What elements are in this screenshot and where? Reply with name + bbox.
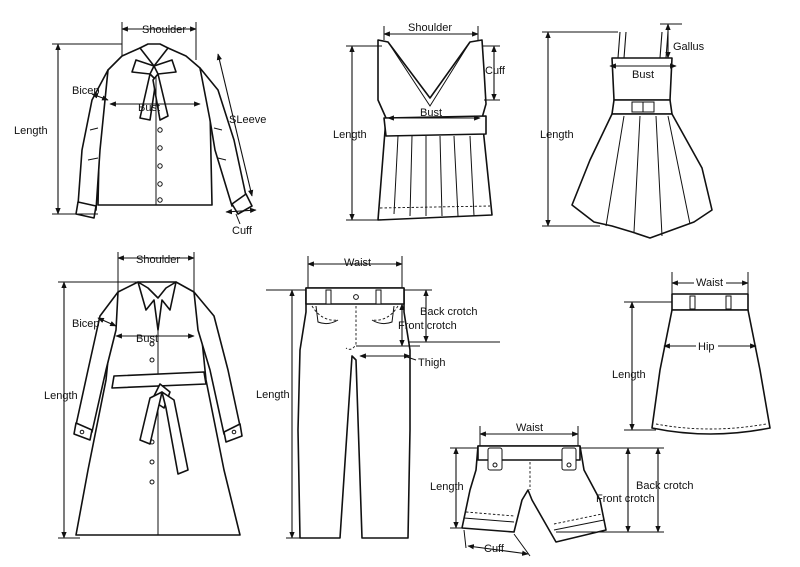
shorts-back-crotch-label: Back crotch <box>636 480 693 492</box>
shirt-sleeve-label: SLeeve <box>229 114 266 126</box>
skirt-waist-label: Waist <box>696 277 723 289</box>
vest-length-label: Length <box>333 129 367 141</box>
shirt-length-label: Length <box>14 125 48 137</box>
skirt-labels: Waist Hip Length <box>612 275 726 381</box>
dress-gallus-label: Gallus <box>673 41 705 53</box>
shorts-labels: Waist Back crotch Front crotch Length Cu… <box>430 422 693 555</box>
shirt-labels: Shoulder Bicep Bust SLeeve Length Cuff <box>14 24 266 237</box>
shorts-waist-label: Waist <box>516 422 543 434</box>
pants-back-crotch-label: Back crotch <box>420 306 477 318</box>
coat-labels: Shoulder Bicep Bust Length <box>44 254 180 402</box>
pants-labels: Waist Back crotch Front crotch Thigh Len… <box>256 257 477 401</box>
skirt-hip-label: Hip <box>698 341 715 353</box>
vest-labels: Shoulder Cuff Bust Length <box>333 22 506 141</box>
shirt-bust-label: Bust <box>138 102 160 114</box>
vest-shoulder-label: Shoulder <box>408 22 452 34</box>
shorts-length-label: Length <box>430 481 464 493</box>
shorts-front-crotch-label: Front crotch <box>596 493 655 505</box>
pants-waist-label: Waist <box>344 257 371 269</box>
shorts-cuff-label: Cuff <box>484 543 505 555</box>
coat-bust-label: Bust <box>136 333 158 345</box>
shirt-bicep-label: Bicep <box>72 85 100 97</box>
coat-length-label: Length <box>44 390 78 402</box>
dress-labels: Gallus Bust Length <box>540 41 705 141</box>
dress-figure <box>542 23 713 239</box>
coat-figure <box>58 252 243 539</box>
pants-thigh-label: Thigh <box>418 357 446 369</box>
shirt-figure <box>52 22 257 225</box>
shorts-figure <box>450 426 664 557</box>
pants-front-crotch-label: Front crotch <box>398 320 457 332</box>
skirt-figure <box>624 272 771 435</box>
coat-shoulder-label: Shoulder <box>136 254 180 266</box>
vest-figure <box>346 26 500 221</box>
skirt-waist-label-bg <box>694 275 726 289</box>
shirt-shoulder-label: Shoulder <box>142 24 186 36</box>
dress-bust-label: Bust <box>632 69 654 81</box>
dress-length-label: Length <box>540 129 574 141</box>
pants-length-label: Length <box>256 389 290 401</box>
skirt-length-label: Length <box>612 369 646 381</box>
vest-bust-label: Bust <box>420 107 442 119</box>
skirt-hip-label-bg <box>696 339 718 353</box>
vest-cuff-label: Cuff <box>485 65 506 77</box>
pants-figure <box>266 256 500 539</box>
shirt-cuff-label: Cuff <box>232 225 253 237</box>
coat-bicep-label: Bicep <box>72 318 100 330</box>
